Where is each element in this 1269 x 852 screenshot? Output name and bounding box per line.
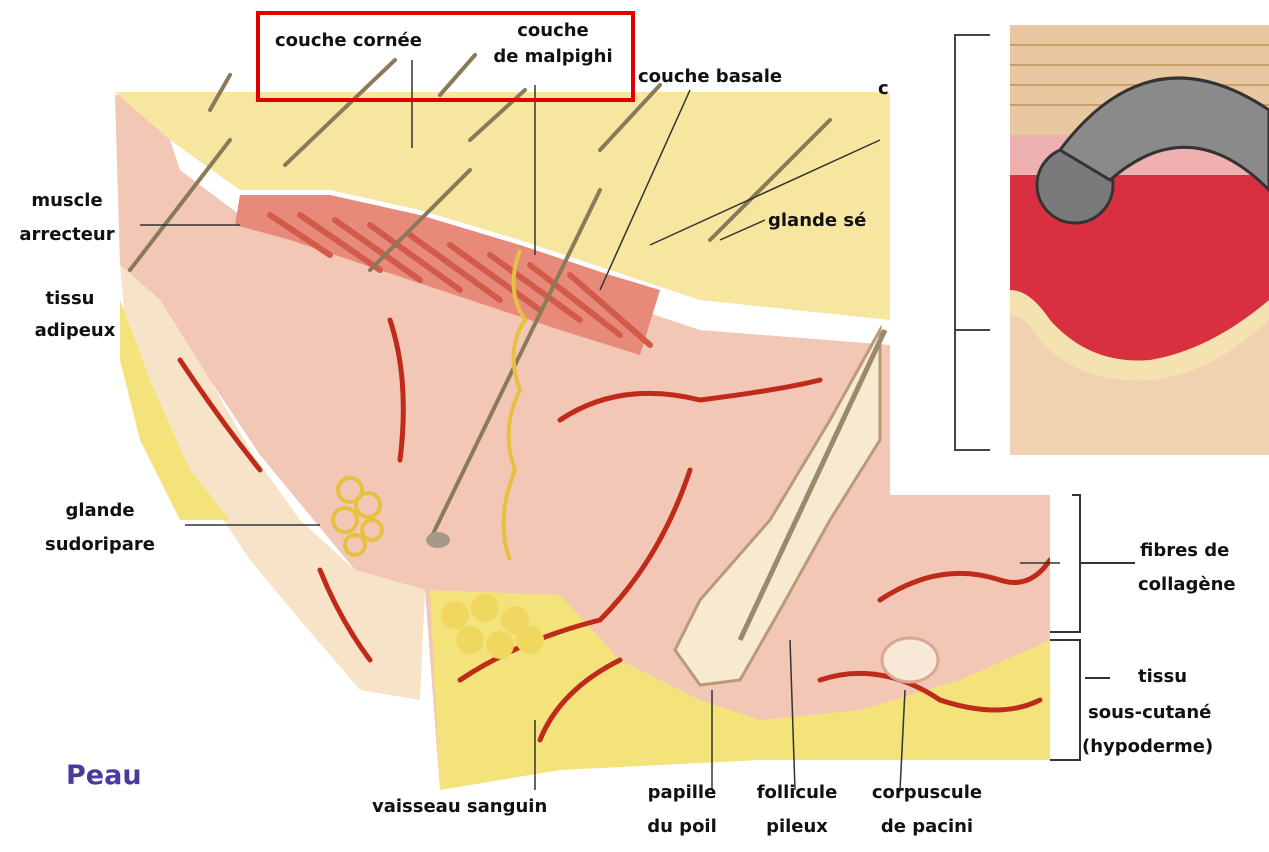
label-hypoderme-2: sous-cutané xyxy=(1088,702,1211,724)
label-couche-basale: couche basale xyxy=(638,66,782,88)
label-vaisseau-sanguin: vaisseau sanguin xyxy=(372,796,547,818)
label-fibres-2: collagène xyxy=(1138,574,1236,596)
label-tissu-adipeux-1: tissu xyxy=(20,288,120,310)
label-glande-sudoripare-1: glande xyxy=(20,500,180,522)
label-corpuscule-1: corpuscule xyxy=(852,782,1002,804)
label-couche-malpighi-1: couche xyxy=(488,20,618,42)
label-tissu-adipeux-2: adipeux xyxy=(20,320,130,342)
label-fibres-1: fibres de xyxy=(1140,540,1229,562)
label-follicule-1: follicule xyxy=(742,782,852,804)
pacinian-corpuscle xyxy=(882,638,938,682)
label-muscle-1: muscle xyxy=(12,190,122,212)
label-hypoderme-1: tissu xyxy=(1138,666,1187,688)
label-papille-2: du poil xyxy=(632,816,732,838)
label-muscle-2: arrecteur xyxy=(12,224,122,246)
label-couche-cornee: couche cornée xyxy=(275,30,422,52)
hair-base-bulb xyxy=(426,532,450,548)
label-papille-1: papille xyxy=(632,782,732,804)
label-top-right-fragment: c xyxy=(878,78,889,100)
label-glande-sudoripare-2: sudoripare xyxy=(20,534,180,556)
label-hypoderme-3: (hypoderme) xyxy=(1082,736,1213,758)
label-glande-sebacee: glande sé xyxy=(768,210,866,232)
label-corpuscule-2: de pacini xyxy=(852,816,1002,838)
label-couche-malpighi-2: de malpighi xyxy=(488,46,618,68)
diagram-title: Peau xyxy=(66,760,142,791)
label-follicule-2: pileux xyxy=(742,816,852,838)
